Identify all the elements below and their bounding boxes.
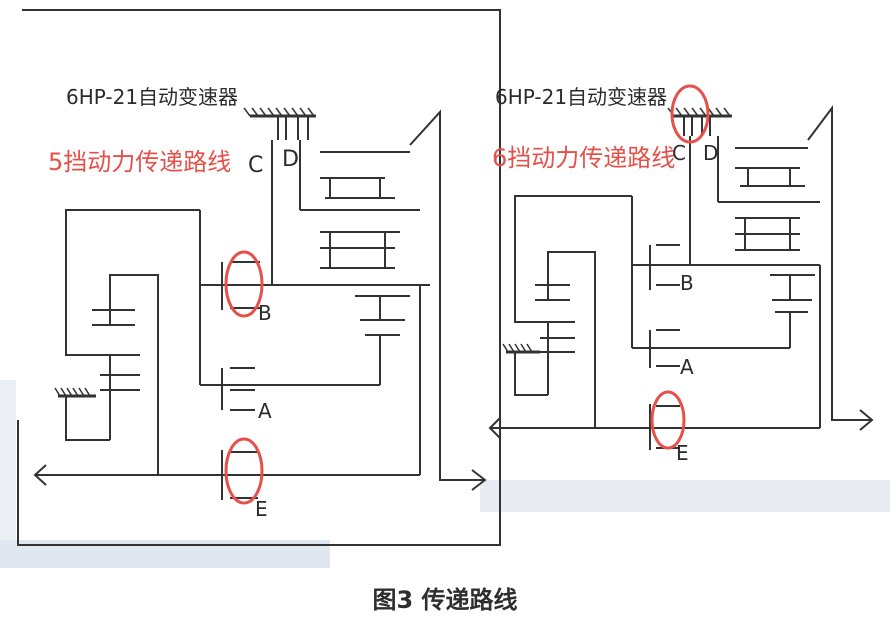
right-label-d: D bbox=[703, 141, 718, 165]
right-subtitle: 6挡动力传递路线 bbox=[492, 144, 675, 172]
highlight-circle-b bbox=[224, 250, 264, 318]
left-label-e: E bbox=[255, 497, 268, 521]
left-label-d: D bbox=[282, 147, 299, 172]
right-label-e: E bbox=[676, 441, 689, 465]
right-title: 6HP-21自动变速器 bbox=[495, 85, 667, 109]
ground-hatch bbox=[243, 107, 315, 117]
left-frame bbox=[17, 9, 501, 546]
left-label-c: C bbox=[248, 153, 263, 178]
scan-smudge bbox=[0, 380, 16, 540]
highlight-circle-c bbox=[670, 84, 710, 144]
left-label-b: B bbox=[258, 301, 272, 325]
highlight-circle-e-right bbox=[650, 390, 686, 450]
left-panel bbox=[17, 9, 501, 546]
highlight-circle-e bbox=[224, 437, 264, 505]
figure-caption: 图3 传递路线 bbox=[372, 586, 517, 614]
scan-smudge bbox=[480, 480, 890, 512]
left-title: 6HP-21自动变速器 bbox=[66, 85, 238, 109]
right-label-c: C bbox=[672, 141, 686, 165]
right-label-a: A bbox=[680, 355, 694, 379]
left-label-a: A bbox=[258, 399, 272, 423]
left-subtitle: 5挡动力传递路线 bbox=[48, 148, 231, 176]
right-label-b: B bbox=[680, 271, 694, 295]
